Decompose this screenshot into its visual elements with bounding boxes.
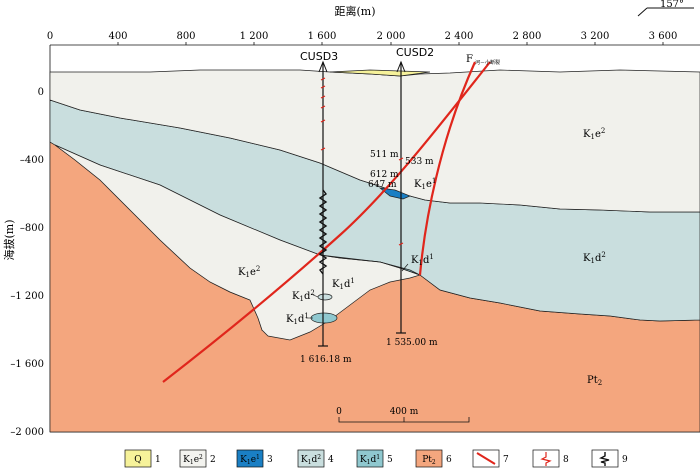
svg-text:9: 9: [622, 455, 628, 465]
unit-k1e2-upper: K1e2: [583, 127, 605, 141]
scale-bar: 0 400 m: [336, 407, 470, 423]
distance-axis-title: 距离(m): [334, 4, 375, 18]
well-depth-cusd2: 1 535.00 m: [386, 338, 438, 348]
unit-k1d2-right: K1d2: [583, 251, 606, 265]
svg-text:Pt2: Pt2: [422, 455, 436, 466]
svg-text:400 m: 400 m: [390, 407, 419, 417]
y-tick: 0: [38, 87, 44, 98]
depth-mark-647: 647 m: [368, 180, 397, 190]
well-label-cusd2: CUSD2: [396, 46, 434, 59]
svg-text:K1e2: K1e2: [183, 454, 203, 466]
legend-item-5: K1d1 5: [356, 449, 393, 468]
legend-item-1: Q 1: [124, 449, 161, 468]
unit-labels: K1e2 K1e1 K1d2 K1e2 K1d1 K1d1 K1d2 K1d1 …: [238, 127, 606, 387]
x-tick: 2 800: [513, 31, 542, 42]
elevation-axis-title: 海拔(m): [2, 219, 16, 260]
leader-lines: [306, 263, 409, 319]
legend-item-6: Pt2 6: [415, 449, 452, 468]
svg-text:F: F: [466, 54, 473, 65]
y-tick: –800: [20, 223, 44, 234]
svg-text:河－小断裂: 河－小断裂: [475, 59, 500, 66]
x-tick: 3 600: [649, 31, 678, 42]
svg-text:6: 6: [446, 455, 452, 465]
strata: [49, 69, 700, 433]
layer-k1e1: [378, 187, 411, 200]
y-tick: –1 600: [10, 359, 44, 370]
fault-label: F 河－小断裂: [466, 54, 500, 66]
unit-pt2: Pt2: [587, 375, 602, 387]
well-label-cusd3: CUSD3: [300, 50, 338, 63]
x-tick: 0: [47, 31, 53, 42]
unit-k1d1-c: K1d1: [286, 312, 309, 326]
svg-text:8: 8: [563, 455, 569, 465]
fault-line-main: [162, 61, 491, 383]
svg-text:1: 1: [155, 455, 161, 465]
svg-text:K1e1: K1e1: [240, 454, 260, 466]
cusd3-core-symbol: [318, 189, 328, 275]
y-tick: –400: [20, 155, 44, 166]
legend-item-9: 9: [591, 449, 628, 468]
x-tick: 800: [176, 31, 195, 42]
x-tick-labels: 0 400 800 1 200 1 600 2 000 2 400 2 800 …: [47, 31, 678, 42]
svg-text:157°: 157°: [660, 0, 684, 10]
unit-k1e1: K1e1: [414, 177, 436, 191]
depth-mark-533: 533 m: [405, 157, 434, 167]
faults: [162, 61, 491, 383]
svg-text:3: 3: [267, 455, 273, 465]
x-tick: 1 200: [240, 31, 269, 42]
layer-k1e2-upper: [49, 69, 700, 213]
unit-k1d1-a: K1d1: [332, 277, 355, 291]
depth-mark-612: 612 m: [370, 170, 399, 180]
k1d1-lens-bottom: [310, 312, 338, 324]
svg-text:7: 7: [503, 455, 509, 465]
y-tick: –2 000: [10, 427, 44, 438]
svg-text:0: 0: [336, 407, 342, 417]
x-tick: 2 400: [445, 31, 474, 42]
unit-k1e2-left: K1e2: [238, 265, 260, 279]
svg-text:4: 4: [328, 455, 334, 465]
svg-text:K1d2: K1d2: [301, 454, 321, 466]
bearing-indicator: 157°: [637, 0, 694, 17]
x-tick: 1 600: [308, 31, 337, 42]
wells: [318, 60, 406, 347]
well-depth-cusd3: 1 616.18 m: [300, 355, 352, 365]
legend-item-2: K1e2 2: [179, 449, 216, 468]
unit-k1d2-b: K1d2: [292, 289, 315, 303]
svg-text:2: 2: [210, 455, 216, 465]
legend-item-8: 8: [532, 449, 569, 468]
y-tick: –1 200: [10, 291, 44, 302]
legend: Q 1 K1e2 2 K1e1 3 K1d2 4 K1d1 5 Pt2 6: [124, 449, 628, 468]
cusd2-sample-marks: [398, 157, 404, 246]
unit-k1d1-right: K1d1: [411, 253, 434, 267]
cusd3-sample-marks: [320, 77, 326, 151]
x-tick: 400: [108, 31, 127, 42]
legend-item-7: 7: [472, 449, 509, 468]
depth-mark-511: 511 m: [370, 150, 399, 160]
k1d1-lens-small: [317, 293, 333, 301]
x-tick: 3 200: [581, 31, 610, 42]
x-tick: 2 000: [377, 31, 406, 42]
svg-text:Q: Q: [134, 455, 141, 465]
svg-text:5: 5: [387, 455, 393, 465]
fault-line-secondary: [418, 61, 477, 276]
legend-item-4: K1d2 4: [297, 449, 334, 468]
y-tick-labels: 0 –400 –800 –1 200 –1 600 –2 000: [10, 87, 44, 438]
svg-text:K1d1: K1d1: [360, 454, 380, 466]
legend-item-3: K1e1 3: [236, 449, 273, 468]
